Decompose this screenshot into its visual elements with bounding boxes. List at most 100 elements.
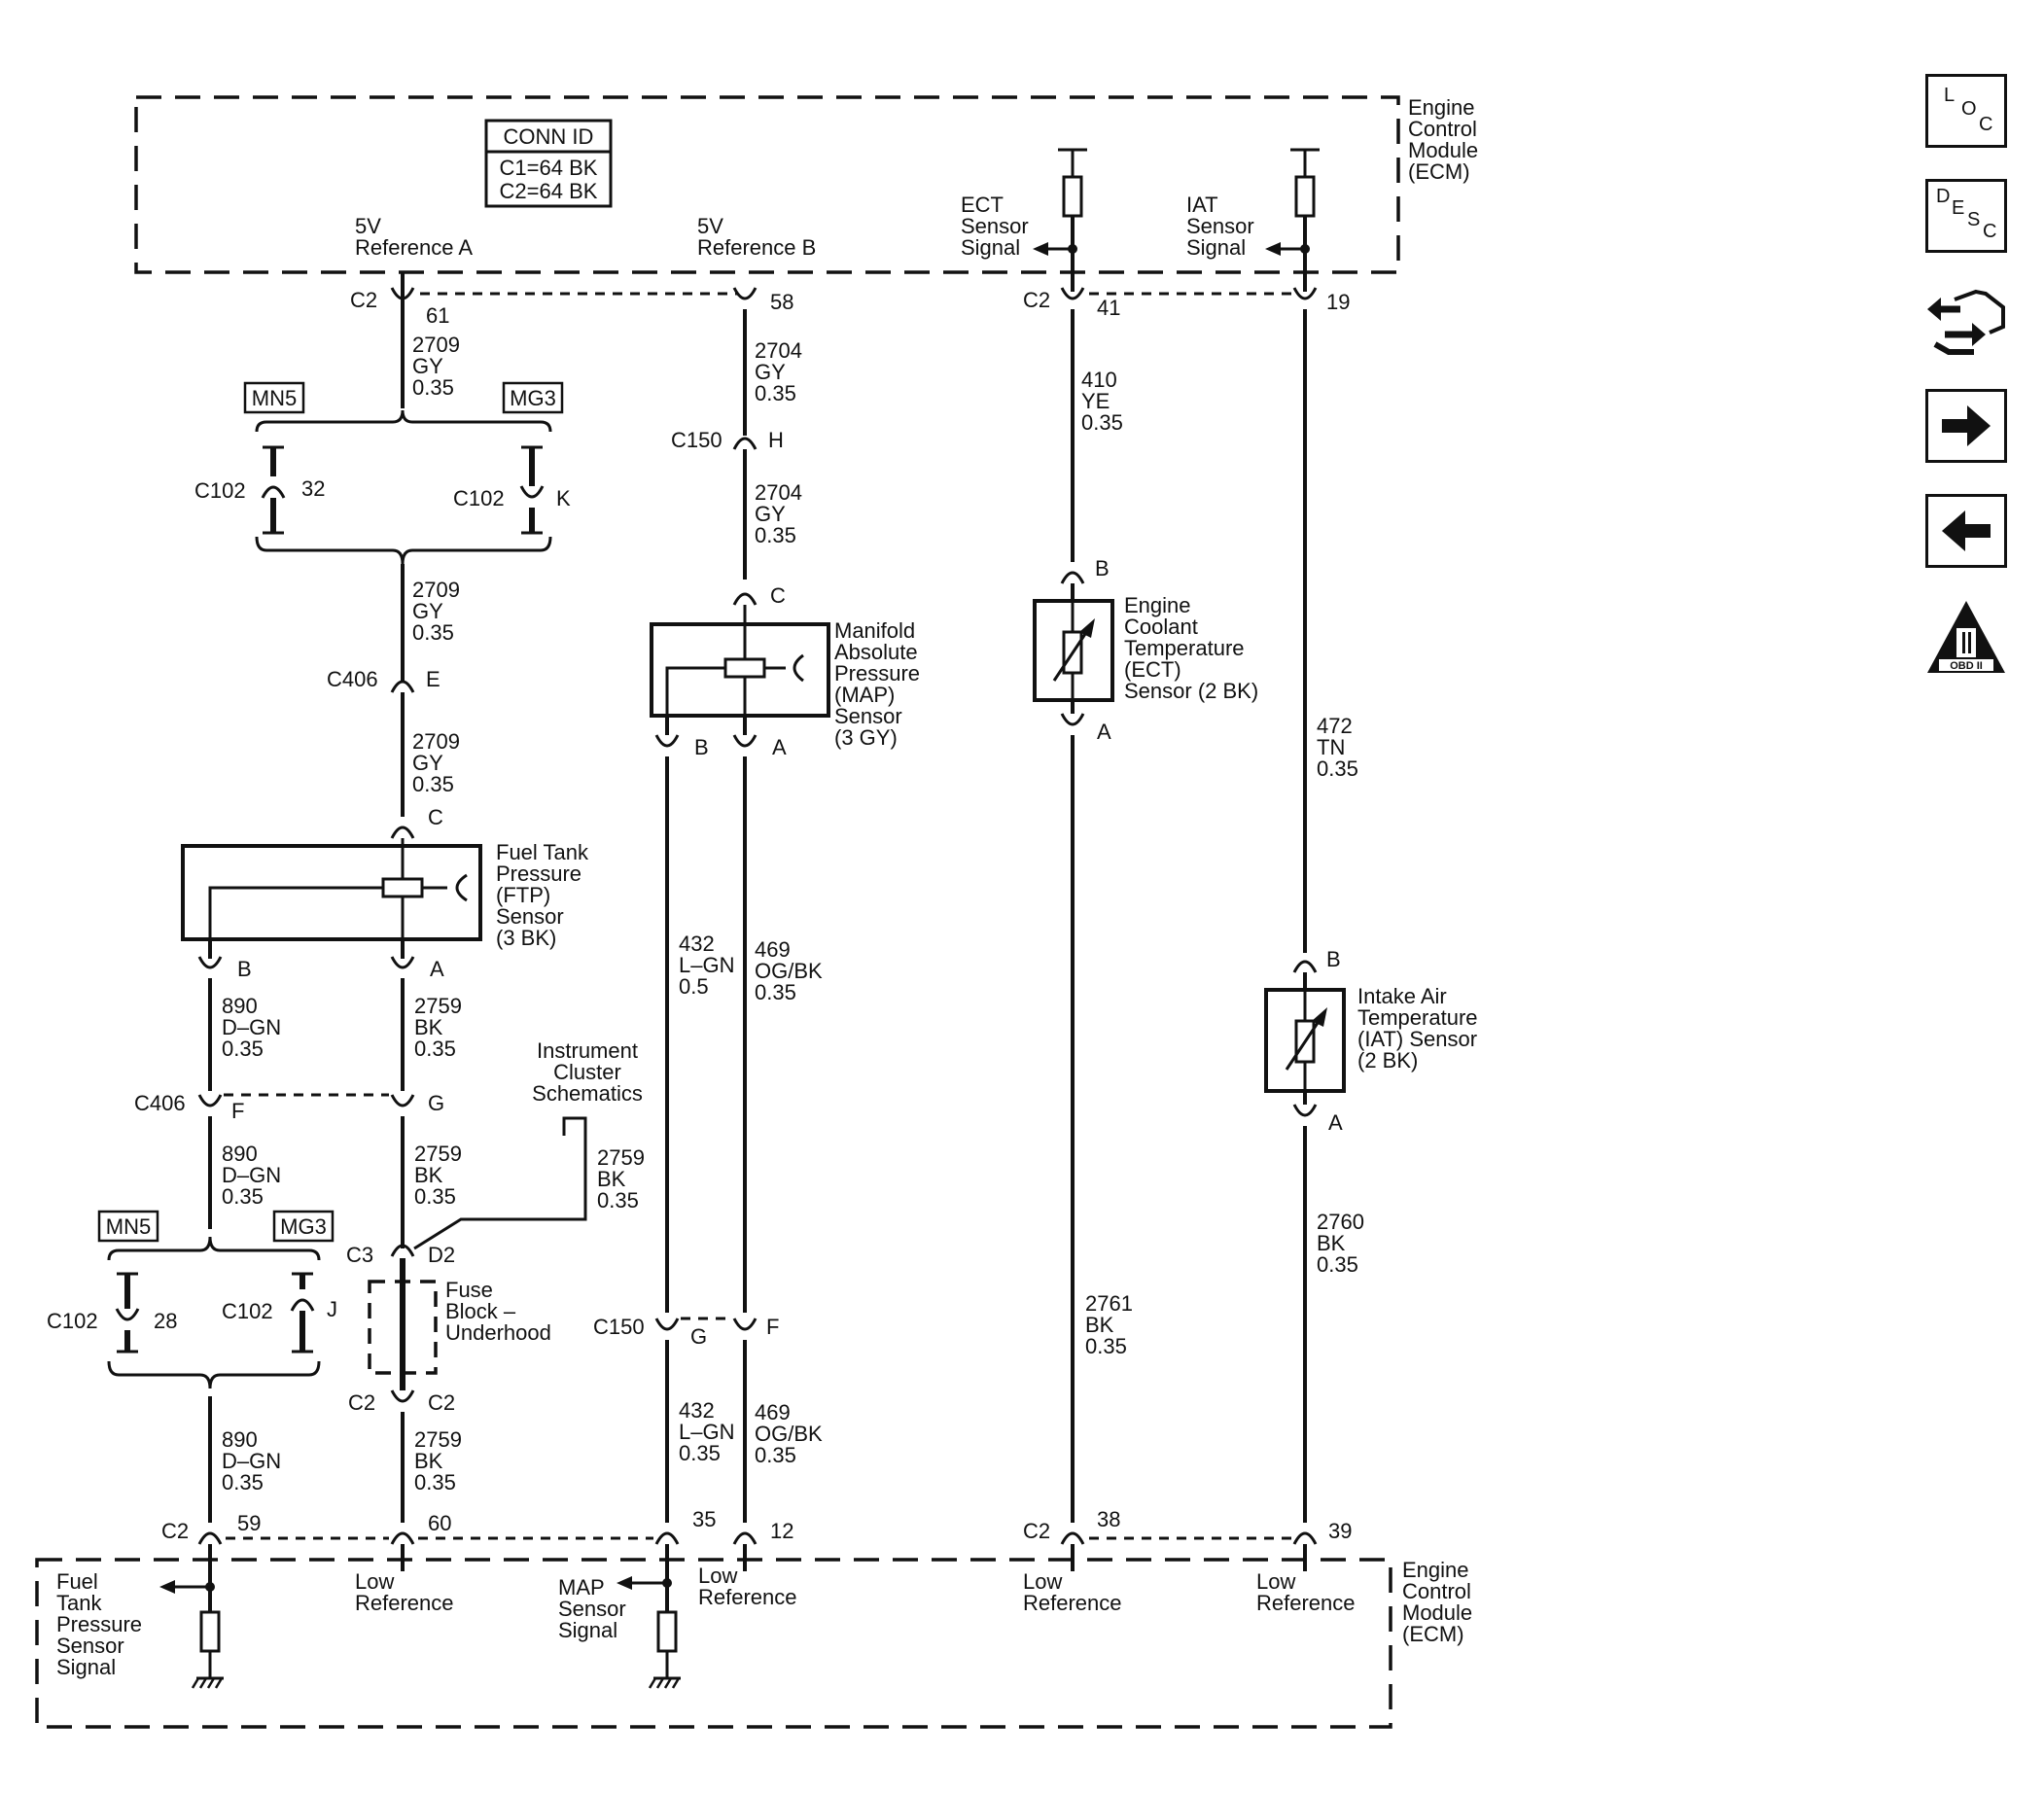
map-pin-c: C bbox=[732, 583, 786, 608]
svg-text:MN5: MN5 bbox=[106, 1214, 151, 1239]
wire-label-410: 410 YE 0.35 bbox=[1081, 368, 1123, 435]
wire-label-890-a: 890 D–GN 0.35 bbox=[222, 994, 281, 1061]
ect-low-reference-circuit: 2761 BK 0.35 bbox=[1071, 735, 1133, 1523]
ect-sensor-label: Engine Coolant Temperature (ECT) Sensor … bbox=[1124, 593, 1258, 703]
svg-text:(3 BK): (3 BK) bbox=[496, 926, 556, 950]
svg-text:Reference: Reference bbox=[1256, 1591, 1356, 1615]
svg-text:Tank: Tank bbox=[56, 1591, 102, 1615]
svg-text:(3 GY): (3 GY) bbox=[834, 725, 898, 750]
previous-page-arrow-icon[interactable] bbox=[1925, 494, 2007, 568]
iat-pullup-resistor bbox=[1265, 148, 1320, 292]
svg-text:0.35: 0.35 bbox=[412, 620, 454, 645]
iat-signal-label: IAT Sensor Signal bbox=[1186, 193, 1254, 260]
svg-text:GY: GY bbox=[755, 502, 786, 526]
svg-text:Sensor: Sensor bbox=[558, 1597, 626, 1621]
option-mg3-top: MG3 bbox=[502, 381, 564, 414]
svg-text:(IAT) Sensor: (IAT) Sensor bbox=[1357, 1027, 1477, 1051]
svg-text:2760: 2760 bbox=[1317, 1210, 1364, 1234]
svg-text:Signal: Signal bbox=[961, 235, 1020, 260]
svg-text:5V: 5V bbox=[697, 214, 723, 238]
svg-text:0.35: 0.35 bbox=[755, 381, 796, 405]
c406-pin-g: G bbox=[390, 1091, 444, 1115]
wire-label-2704-b: 2704 GY 0.35 bbox=[755, 480, 802, 547]
svg-text:C2: C2 bbox=[428, 1390, 455, 1415]
svg-text:C150: C150 bbox=[593, 1315, 645, 1339]
svg-text:C2: C2 bbox=[1023, 1519, 1050, 1543]
option-mg3-bottom: MG3 bbox=[272, 1210, 335, 1243]
description-icon[interactable]: D E S C bbox=[1925, 179, 2007, 253]
svg-text:28: 28 bbox=[154, 1309, 177, 1333]
svg-text:Pressure: Pressure bbox=[834, 661, 920, 686]
svg-text:Low: Low bbox=[1023, 1569, 1062, 1594]
svg-text:OBD II: OBD II bbox=[1950, 660, 1983, 672]
svg-text:0.35: 0.35 bbox=[222, 1470, 264, 1494]
wire-label-469-a: 469 OG/BK 0.35 bbox=[755, 937, 823, 1004]
svg-text:IAT: IAT bbox=[1186, 193, 1218, 217]
wire-label-2709-b: 2709 GY 0.35 bbox=[412, 578, 460, 645]
svg-text:C102: C102 bbox=[194, 478, 246, 503]
wire-label-2759-d: 2759 BK 0.35 bbox=[414, 1427, 462, 1494]
svg-text:Reference B: Reference B bbox=[697, 235, 816, 260]
ect-signal-label: ECT Sensor Signal bbox=[961, 193, 1029, 260]
obd-ii-icon[interactable]: OBD II bbox=[1925, 599, 2007, 673]
svg-text:2759: 2759 bbox=[414, 994, 462, 1018]
next-page-arrow-icon[interactable] bbox=[1925, 389, 2007, 463]
svg-text:472: 472 bbox=[1317, 714, 1353, 738]
svg-text:D2: D2 bbox=[428, 1243, 455, 1267]
svg-text:Reference: Reference bbox=[698, 1585, 797, 1609]
svg-text:BK: BK bbox=[414, 1449, 443, 1473]
svg-text:Sensor: Sensor bbox=[56, 1634, 124, 1658]
svg-text:C102: C102 bbox=[453, 486, 505, 510]
svg-text:BK: BK bbox=[1317, 1231, 1346, 1255]
svg-text:35: 35 bbox=[692, 1507, 716, 1531]
svg-text:0.35: 0.35 bbox=[1085, 1334, 1127, 1358]
svg-text:0.35: 0.35 bbox=[412, 772, 454, 796]
svg-text:Engine: Engine bbox=[1408, 95, 1475, 120]
conn-id-box: CONN ID C1=64 BK C2=64 BK bbox=[484, 119, 613, 208]
wire-label-2709-c: 2709 GY 0.35 bbox=[412, 729, 460, 796]
svg-text:BK: BK bbox=[1085, 1313, 1114, 1337]
svg-text:2759: 2759 bbox=[597, 1145, 645, 1170]
svg-text:GY: GY bbox=[755, 360, 786, 384]
svg-text:2759: 2759 bbox=[414, 1142, 462, 1166]
location-icon[interactable]: L O C bbox=[1925, 74, 2007, 148]
wire-label-2759-a: 2759 BK 0.35 bbox=[414, 994, 462, 1061]
svg-text:C2: C2 bbox=[348, 1390, 375, 1415]
fuse-block-underhood: Fuse Block – Underhood bbox=[368, 1258, 551, 1390]
svg-text:C102: C102 bbox=[47, 1309, 98, 1333]
svg-text:C: C bbox=[428, 805, 443, 829]
svg-text:J: J bbox=[327, 1297, 337, 1321]
svg-text:Sensor: Sensor bbox=[834, 704, 902, 728]
svg-text:MG3: MG3 bbox=[280, 1214, 327, 1239]
svg-text:K: K bbox=[556, 486, 571, 510]
svg-text:432: 432 bbox=[679, 932, 715, 956]
svg-text:2761: 2761 bbox=[1085, 1291, 1133, 1316]
iat-sensor: Intake Air Temperature (IAT) Sensor (2 B… bbox=[1264, 972, 1478, 1135]
iat-pin-b: B bbox=[1292, 947, 1341, 973]
svg-text:B: B bbox=[1095, 556, 1110, 580]
svg-text:(ECM): (ECM) bbox=[1402, 1622, 1464, 1646]
wire-label-2760: 2760 BK 0.35 bbox=[1317, 1210, 1364, 1277]
wire-label-2759-b: 2759 BK 0.35 bbox=[414, 1142, 462, 1209]
svg-text:L–GN: L–GN bbox=[679, 953, 734, 977]
svg-text:0.35: 0.35 bbox=[1081, 410, 1123, 435]
svg-text:A: A bbox=[1097, 720, 1111, 744]
svg-text:Control: Control bbox=[1402, 1579, 1471, 1603]
svg-text:Sensor: Sensor bbox=[961, 214, 1029, 238]
wire-label-469-b: 469 OG/BK 0.35 bbox=[755, 1400, 823, 1467]
svg-text:TN: TN bbox=[1317, 735, 1345, 759]
svg-text:C2=64 BK: C2=64 BK bbox=[500, 179, 598, 203]
svg-text:OG/BK: OG/BK bbox=[755, 959, 823, 983]
svg-text:41: 41 bbox=[1097, 296, 1120, 320]
svg-text:Temperature: Temperature bbox=[1124, 636, 1245, 660]
c406-pin-f: C406 F bbox=[134, 1091, 244, 1123]
connector-repair-icon[interactable] bbox=[1925, 284, 2007, 358]
option-mn5-top: MN5 bbox=[243, 381, 305, 414]
svg-text:Signal: Signal bbox=[1186, 235, 1246, 260]
svg-text:BK: BK bbox=[597, 1167, 626, 1191]
svg-text:58: 58 bbox=[770, 290, 793, 314]
c2-top-connector: C2 C2 61 58 41 19 bbox=[350, 287, 1350, 328]
svg-text:59: 59 bbox=[237, 1511, 261, 1535]
option-mn5-bottom: MN5 bbox=[97, 1210, 159, 1243]
svg-text:Low: Low bbox=[355, 1569, 394, 1594]
